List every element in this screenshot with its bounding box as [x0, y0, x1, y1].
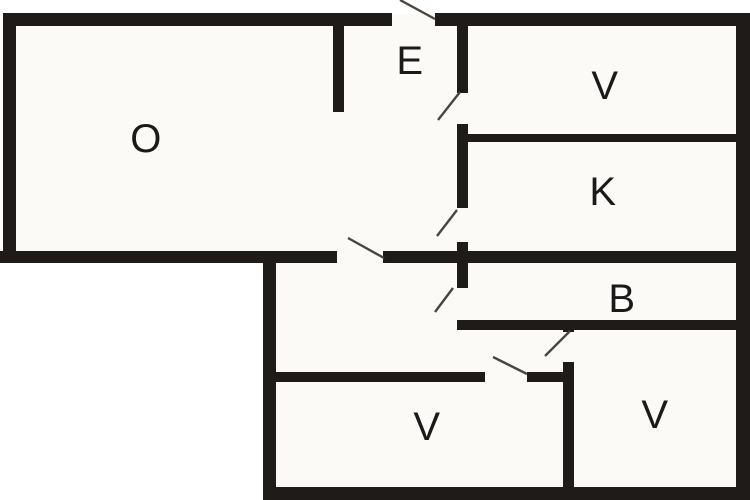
room-e-label: E: [396, 39, 424, 83]
central-wall-upper: [457, 26, 468, 93]
top-wall-right-segment: [435, 13, 750, 26]
door-swing-hall-to-vright: [544, 330, 571, 357]
door-swing-hall-to-vbottom: [492, 355, 528, 376]
door-swing-e-to-v: [437, 91, 461, 121]
b-bottom-wall: [457, 320, 736, 330]
room-v-bottom-label: V: [413, 405, 441, 449]
v-k-divider-wall: [468, 134, 736, 142]
mid-wall-left-segment: [0, 251, 337, 263]
top-wall-left-segment: [3, 13, 392, 26]
bottom-outer-wall: [263, 487, 750, 500]
entry-stub-wall: [333, 26, 344, 112]
central-wall-lower: [457, 242, 468, 288]
v-right-divider-wall: [563, 362, 574, 487]
door-swing-hall-to-o: [347, 236, 385, 260]
v-bottom-wall-left-segment: [263, 372, 485, 382]
room-v-top-label: V: [591, 64, 619, 108]
room-v-right-label: V: [641, 393, 669, 437]
room-o-label: O: [130, 117, 162, 161]
door-swing-hall-to-k: [436, 209, 458, 237]
entrance-door-swing: [399, 0, 436, 21]
right-outer-wall: [736, 13, 750, 500]
central-wall-middle: [457, 124, 468, 208]
v-bottom-wall-right-segment: [527, 372, 574, 382]
v-right-stub-wall: [563, 320, 574, 332]
room-b-label: B: [608, 277, 636, 321]
room-k-label: K: [589, 170, 617, 214]
door-swing-hall-to-b: [434, 287, 454, 313]
mid-wall-right-segment: [383, 251, 736, 263]
left-outer-wall: [3, 13, 16, 263]
